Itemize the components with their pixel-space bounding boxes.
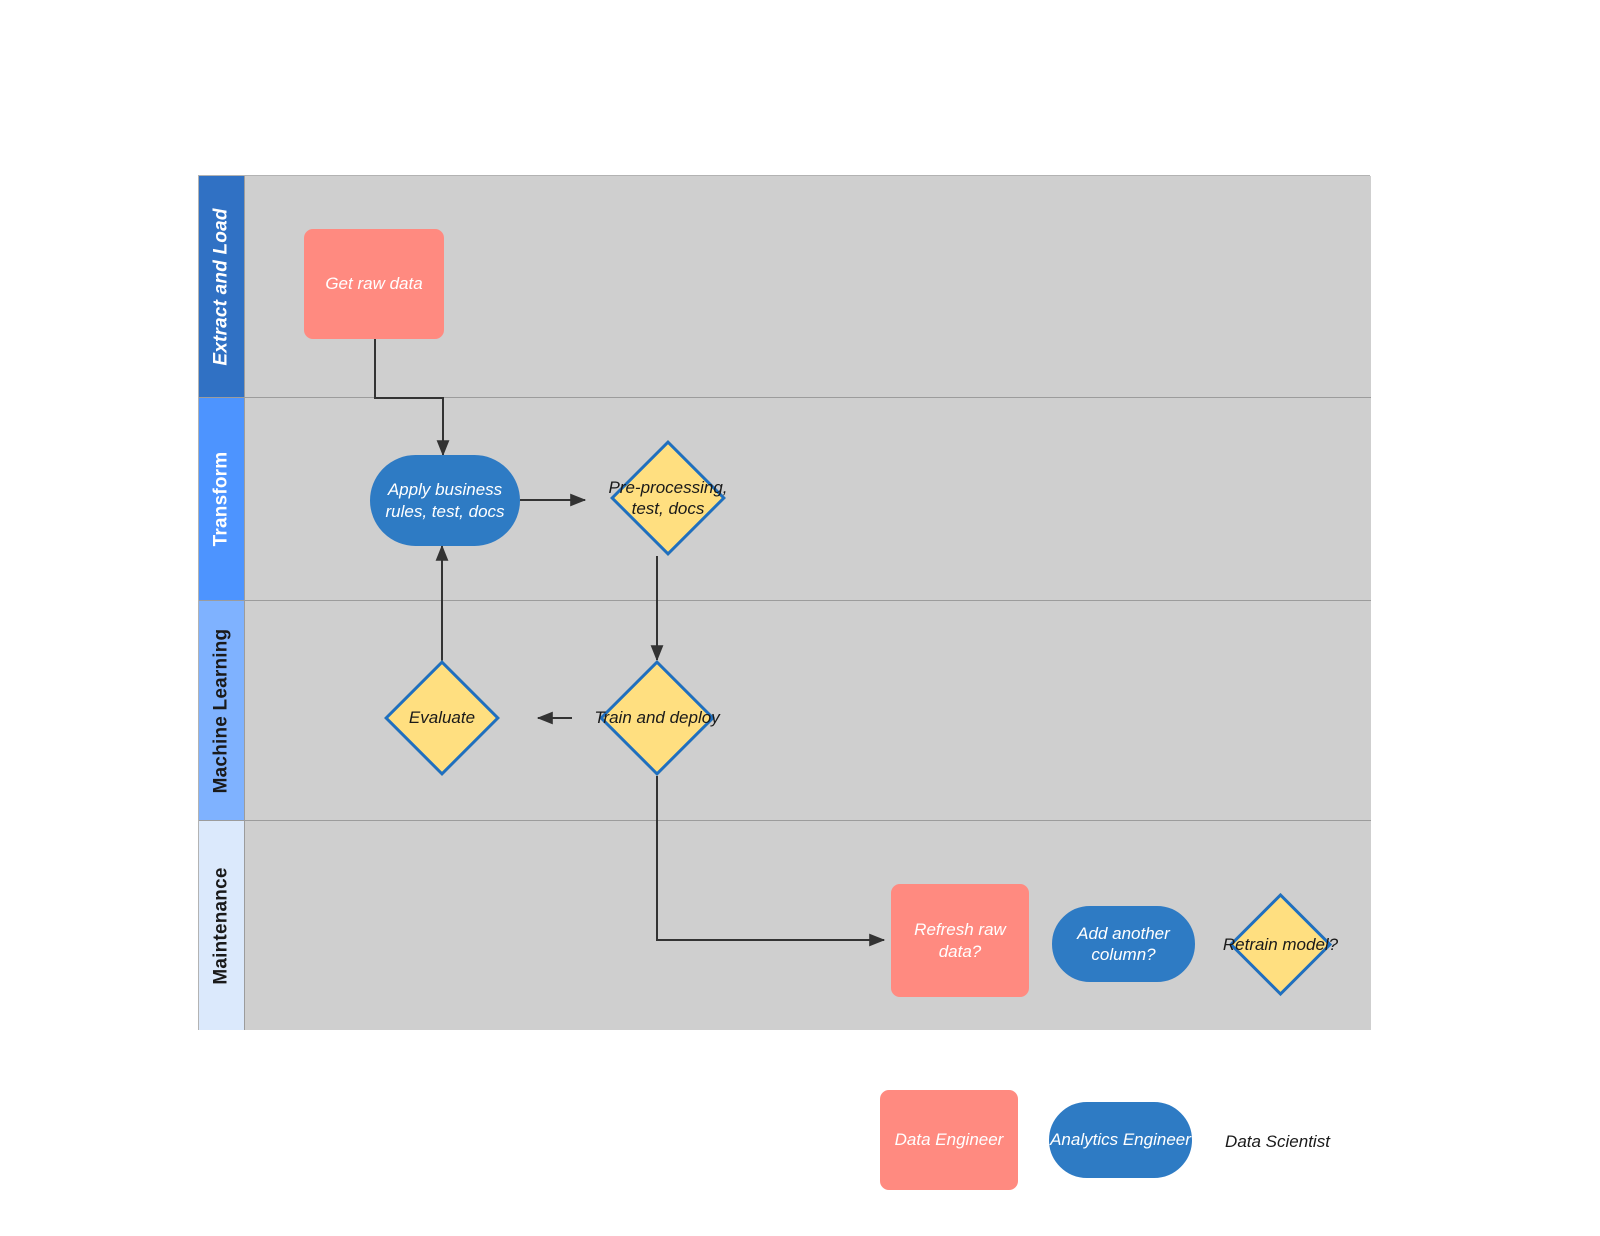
legend-item-analytics-engineer: Analytics Engineer [1049, 1102, 1192, 1178]
node-label-add-another-column: Add another column? [1077, 923, 1170, 964]
swimlane-maintenance: Maintenance [199, 821, 1371, 1030]
lane-header-extract-and-load: Extract and Load [199, 176, 245, 397]
legend-label-data-scientist: Data Scientist [1225, 1132, 1330, 1152]
lane-label-extract-and-load: Extract and Load [210, 207, 232, 366]
lane-header-transform: Transform [199, 398, 245, 600]
node-train-and-deploy[interactable]: Train and deploy [572, 660, 742, 776]
node-evaluate[interactable]: Evaluate [357, 660, 527, 776]
legend-label-analytics-engineer: Analytics Engineer [1050, 1130, 1191, 1150]
node-label-pre-processing: Pre-processing, test, docs [608, 477, 728, 518]
lane-body-maintenance [245, 821, 1371, 1030]
node-refresh-raw-data[interactable]: Refresh raw data? [891, 884, 1029, 997]
legend-item-data-engineer: Data Engineer [880, 1090, 1018, 1190]
node-label-train-and-deploy: Train and deploy [594, 708, 720, 728]
legend-item-data-scientist: Data Scientist [1205, 1089, 1350, 1194]
lane-header-maintenance: Maintenance [199, 821, 245, 1030]
node-label-retrain-model: Retrain model? [1222, 935, 1339, 955]
node-label-refresh-raw-data: Refresh raw data? [914, 920, 1006, 961]
lane-label-transform: Transform [210, 451, 232, 547]
node-retrain-model[interactable]: Retrain model? [1208, 892, 1353, 997]
node-pre-processing[interactable]: Pre-processing, test, docs [588, 440, 748, 556]
legend: Data Engineer Analytics Engineer Data Sc… [880, 1089, 1360, 1194]
lane-label-machine-learning: Machine Learning [210, 628, 232, 793]
node-get-raw-data[interactable]: Get raw data [304, 229, 444, 339]
lane-label-maintenance: Maintenance [210, 866, 232, 985]
lane-header-machine-learning: Machine Learning [199, 601, 245, 820]
node-apply-business-rules[interactable]: Apply business rules, test, docs [370, 455, 520, 546]
node-label-apply-business-rules: Apply business rules, test, docs [385, 480, 505, 521]
legend-label-data-engineer: Data Engineer [894, 1130, 1004, 1150]
node-label-get-raw-data: Get raw data [325, 274, 423, 294]
node-add-another-column[interactable]: Add another column? [1052, 906, 1195, 982]
node-label-evaluate: Evaluate [408, 708, 476, 728]
